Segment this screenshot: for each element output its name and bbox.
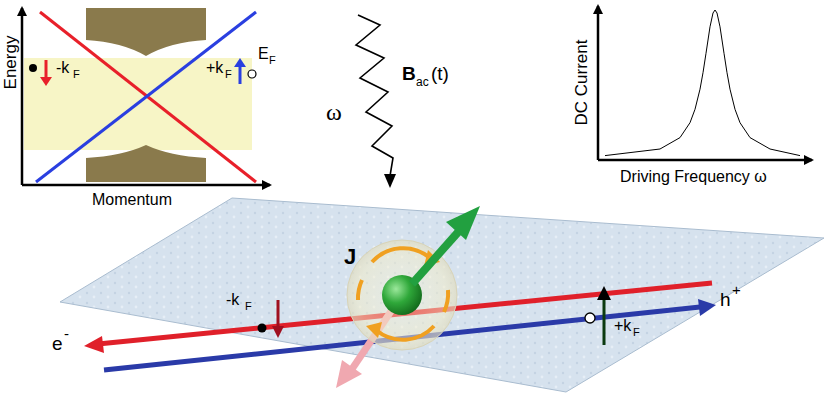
axis-title: DC Current xyxy=(574,39,591,125)
frequency-axis xyxy=(598,159,812,162)
precession-arrow xyxy=(372,248,430,262)
carrier-label: e xyxy=(52,334,63,353)
spin-down-arrow xyxy=(277,300,280,330)
wave-arrowhead xyxy=(384,174,396,188)
frequency-symbol: ω xyxy=(326,100,342,124)
blue-dispersion xyxy=(36,12,256,182)
spin-up-arrow xyxy=(603,298,606,345)
precession-arrow xyxy=(358,280,362,300)
carrier-label: h xyxy=(720,290,731,309)
spin-down-head xyxy=(40,77,52,86)
hole-circle xyxy=(585,313,595,323)
valence-band xyxy=(86,145,206,182)
lower-spin-head xyxy=(336,360,362,388)
spin-down-head xyxy=(272,326,284,338)
superscript: + xyxy=(732,282,741,297)
surface-plane xyxy=(60,198,824,392)
spin-up-head xyxy=(234,58,246,67)
energy-axis xyxy=(21,8,24,185)
ac-field-wave xyxy=(356,15,393,176)
electron-dot xyxy=(258,324,267,333)
blue-channel-head xyxy=(698,299,716,316)
resonance-curve xyxy=(605,10,800,156)
subscript: F xyxy=(245,301,252,312)
subscript: F xyxy=(269,55,276,66)
precession-head xyxy=(366,322,382,338)
hole-circle xyxy=(248,70,256,78)
momentum-label: -k xyxy=(226,292,239,308)
field-symbol: B xyxy=(402,64,416,83)
axis-title: Momentum xyxy=(92,192,172,208)
red-channel-head xyxy=(84,336,104,353)
spin-symbol: J xyxy=(344,246,356,268)
conduction-band xyxy=(86,8,206,56)
subscript: ac xyxy=(416,76,429,88)
current-axis xyxy=(597,6,600,160)
subscript: F xyxy=(73,69,80,80)
precession-arrow xyxy=(376,326,434,340)
momentum-label: +k xyxy=(614,318,631,334)
axis-title: Energy xyxy=(3,35,20,89)
precession-arrow xyxy=(444,290,448,312)
energy-label: E xyxy=(258,46,269,62)
momentum-label: -k xyxy=(56,60,69,76)
momentum-label: +k xyxy=(206,60,223,76)
momentum-axis xyxy=(22,184,270,187)
axis-title: Driving Frequency ω xyxy=(620,169,767,185)
superscript: - xyxy=(64,326,69,341)
field-argument: (t) xyxy=(431,64,449,83)
spin-up-head xyxy=(597,286,611,300)
electron-dot xyxy=(29,64,37,72)
upper-spin-head xyxy=(446,206,480,240)
subscript: F xyxy=(225,69,232,80)
subscript: F xyxy=(633,327,640,338)
upper-spin-arrow xyxy=(412,230,460,284)
